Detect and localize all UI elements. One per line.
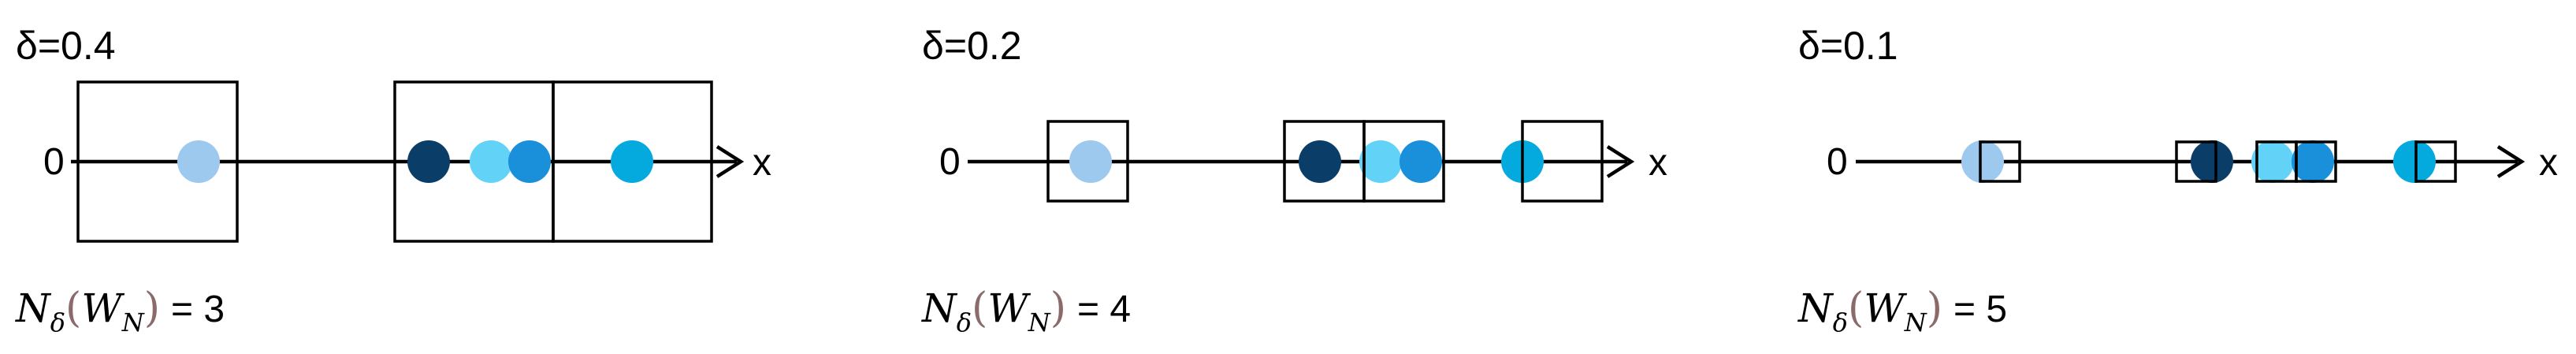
panel-delta-0-2: δ=0.2 0 x Nδ(WN)= 4 bbox=[921, 24, 1667, 337]
cover-box-1 bbox=[76, 80, 239, 243]
cover-box-3 bbox=[552, 80, 713, 243]
data-point-1 bbox=[1069, 140, 1112, 183]
cover-box-1 bbox=[1046, 120, 1129, 203]
data-point-3 bbox=[470, 140, 512, 183]
delta-label: δ=0.2 bbox=[922, 24, 1022, 68]
panel-delta-0-4: δ=0.4 0 x Nδ(WN)= 3 bbox=[15, 24, 771, 337]
data-point-2 bbox=[407, 140, 450, 183]
data-point-2 bbox=[1299, 140, 1341, 183]
x-axis-arrowhead bbox=[1606, 145, 1635, 178]
covering-number-formula: Nδ(WN)= 4 bbox=[921, 285, 1131, 337]
data-point-4 bbox=[1400, 140, 1442, 183]
delta-label: δ=0.1 bbox=[1798, 24, 1898, 68]
data-point-4 bbox=[508, 140, 551, 183]
data-point-3 bbox=[2251, 140, 2294, 183]
zero-label: 0 bbox=[1827, 141, 1848, 183]
data-point-3 bbox=[1359, 140, 1402, 183]
cover-box-1 bbox=[1979, 140, 2021, 183]
x-axis-label: x bbox=[753, 142, 771, 184]
cover-box-4 bbox=[2295, 140, 2337, 183]
data-point-2 bbox=[2191, 140, 2233, 183]
panel-delta-0-1: δ=0.1 0 x Nδ(WN)= 5 bbox=[1797, 24, 2558, 337]
cover-box-3 bbox=[1362, 120, 1445, 203]
x-axis-arrowhead bbox=[716, 145, 745, 178]
data-point-4 bbox=[2292, 140, 2334, 183]
cover-box-2 bbox=[2175, 140, 2217, 183]
cover-box-5 bbox=[2414, 140, 2457, 183]
x-axis-label: x bbox=[2539, 142, 2558, 184]
zero-label: 0 bbox=[43, 141, 65, 183]
x-axis-arrowhead bbox=[2496, 145, 2526, 178]
data-point-5 bbox=[2393, 140, 2436, 183]
x-axis-label: x bbox=[1649, 142, 1667, 184]
covering-number-formula: Nδ(WN)= 5 bbox=[1797, 285, 2007, 337]
zero-label: 0 bbox=[939, 141, 961, 183]
data-point-1 bbox=[177, 140, 220, 183]
data-point-5 bbox=[611, 140, 653, 183]
cover-box-4 bbox=[1521, 120, 1604, 203]
data-point-1 bbox=[1961, 140, 2004, 183]
covering-number-formula: Nδ(WN)= 3 bbox=[15, 285, 225, 337]
delta-label: δ=0.4 bbox=[16, 24, 116, 68]
